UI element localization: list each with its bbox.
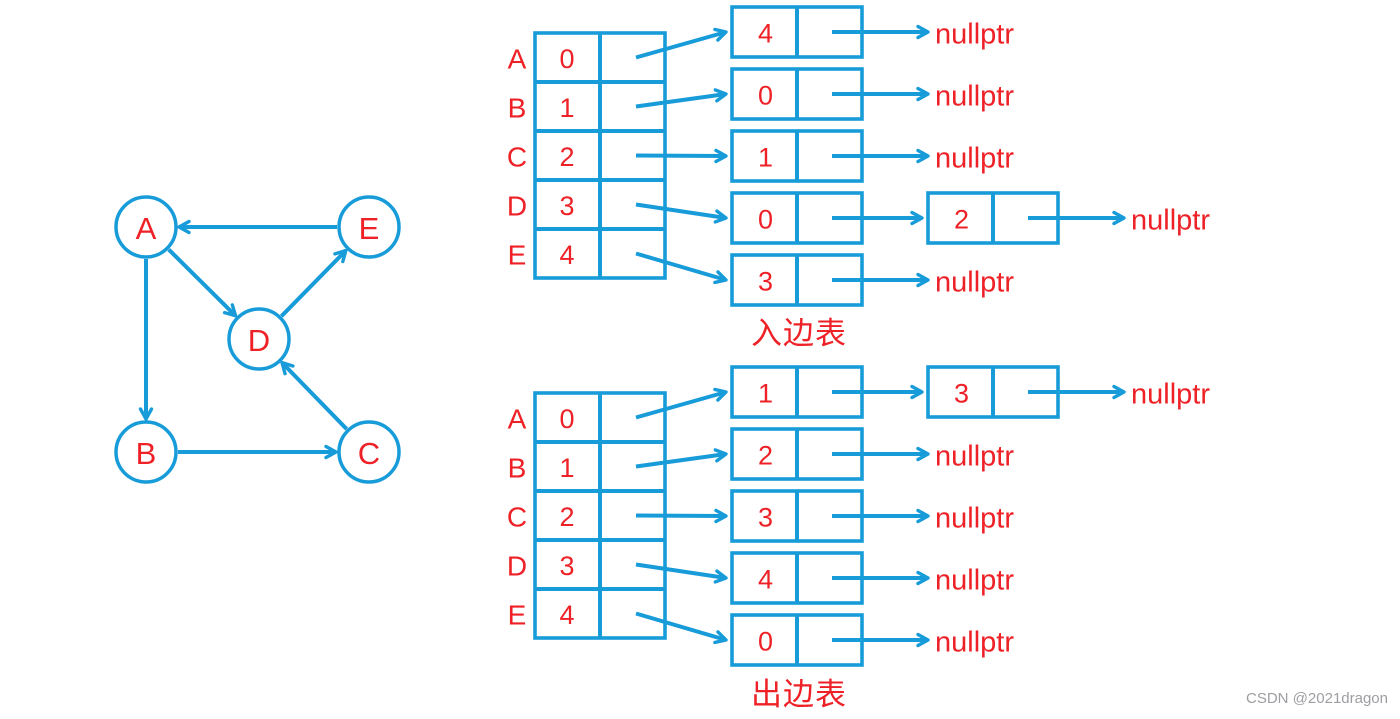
graph-node-D — [227, 307, 291, 371]
in-table-vertex-index-C: 2 — [559, 142, 574, 172]
graph-node-A — [114, 195, 178, 259]
in-table-list-node-value: 0 — [758, 205, 773, 235]
in-table-vertex-label-B: B — [508, 93, 527, 124]
in-table-nullptr-label-B: nullptr — [935, 80, 1014, 112]
graph-node-label-D: D — [248, 323, 270, 358]
in-table-head-pointer-arrow-E — [635, 251, 728, 285]
in-table-vertex-index-D: 3 — [559, 191, 574, 221]
out-table-vertex-label-E: E — [508, 600, 527, 631]
out-table-vertex-index-A: 0 — [559, 404, 574, 434]
graph-edge-C-D — [280, 360, 349, 431]
graph-node-C — [337, 420, 401, 484]
out-table-list-node-value: 3 — [758, 503, 773, 533]
graph-edge-D-E — [279, 248, 348, 318]
out-table-head-pointer-arrow-E — [635, 611, 728, 645]
in-table-head-pointer-arrow-D — [635, 202, 728, 224]
in-table-nullptr-label-D: nullptr — [1131, 204, 1210, 236]
graph-node-label-E: E — [359, 211, 380, 246]
in-table-head-pointer-arrow-A — [635, 27, 728, 60]
out-table-vertex-label-C: C — [507, 502, 527, 533]
in-table-vertex-label-C: C — [507, 142, 527, 173]
in-table-nullptr-label-A: nullptr — [935, 18, 1014, 50]
out-table-list-node-value: 2 — [758, 441, 773, 471]
out-table-list-node-value: 3 — [954, 379, 969, 409]
out-table-head-pointer-arrow-C — [635, 508, 728, 524]
in-table-vertex-label-E: E — [508, 240, 527, 271]
out-table-vertex-label-A: A — [508, 404, 527, 435]
out-table-head-pointer-arrow-B — [635, 448, 728, 469]
graph-node-B — [114, 420, 178, 484]
out-table-nullptr-label-B: nullptr — [935, 440, 1014, 472]
in-table-list-node-value: 1 — [758, 143, 773, 173]
out-table-nullptr-label-C: nullptr — [935, 502, 1014, 534]
out-table-vertex-label-B: B — [508, 453, 527, 484]
out-table-vertex-index-D: 3 — [559, 551, 574, 581]
in-table-list-node-value: 3 — [758, 267, 773, 297]
in-table-list-node-value: 0 — [758, 81, 773, 111]
out-table-vertex-index-E: 4 — [559, 600, 574, 630]
graph-node-label-A: A — [136, 211, 157, 246]
graph-edge-A-D — [167, 248, 238, 318]
out-table-list-node-value: 4 — [758, 565, 773, 595]
in-table-list-node-value: 2 — [954, 205, 969, 235]
in-table-nullptr-label-E: nullptr — [935, 266, 1014, 298]
in-table-vertex-index-E: 4 — [559, 240, 574, 270]
out-table-head-pointer-arrow-A — [635, 387, 728, 420]
graph-node-E — [337, 195, 401, 259]
out-edge-table-title: 出边表 — [751, 677, 847, 712]
out-table-list-node-value: 1 — [758, 379, 773, 409]
in-table-vertex-label-D: D — [507, 191, 527, 222]
in-table-head-pointer-arrow-B — [635, 88, 728, 109]
out-table-vertex-index-B: 1 — [559, 453, 574, 483]
out-table-nullptr-label-E: nullptr — [935, 626, 1014, 658]
in-table-list-node-value: 4 — [758, 19, 773, 49]
out-table-list-node-value: 0 — [758, 627, 773, 657]
graph-node-label-C: C — [358, 436, 380, 471]
out-table-nullptr-label-A: nullptr — [1131, 378, 1210, 410]
graph-node-label-B: B — [136, 436, 157, 471]
in-edge-table-title: 入边表 — [751, 316, 847, 351]
in-table-vertex-index-A: 0 — [559, 44, 574, 74]
out-table-nullptr-label-D: nullptr — [935, 564, 1014, 596]
out-table-head-pointer-arrow-D — [635, 562, 728, 584]
in-table-head-pointer-arrow-C — [635, 148, 728, 164]
in-table-vertex-label-A: A — [508, 44, 527, 75]
in-table-nullptr-label-C: nullptr — [935, 142, 1014, 174]
out-table-vertex-label-D: D — [507, 551, 527, 582]
out-table-vertex-index-C: 2 — [559, 502, 574, 532]
watermark: CSDN @2021dragon — [1246, 690, 1388, 707]
in-table-vertex-index-B: 1 — [559, 93, 574, 123]
